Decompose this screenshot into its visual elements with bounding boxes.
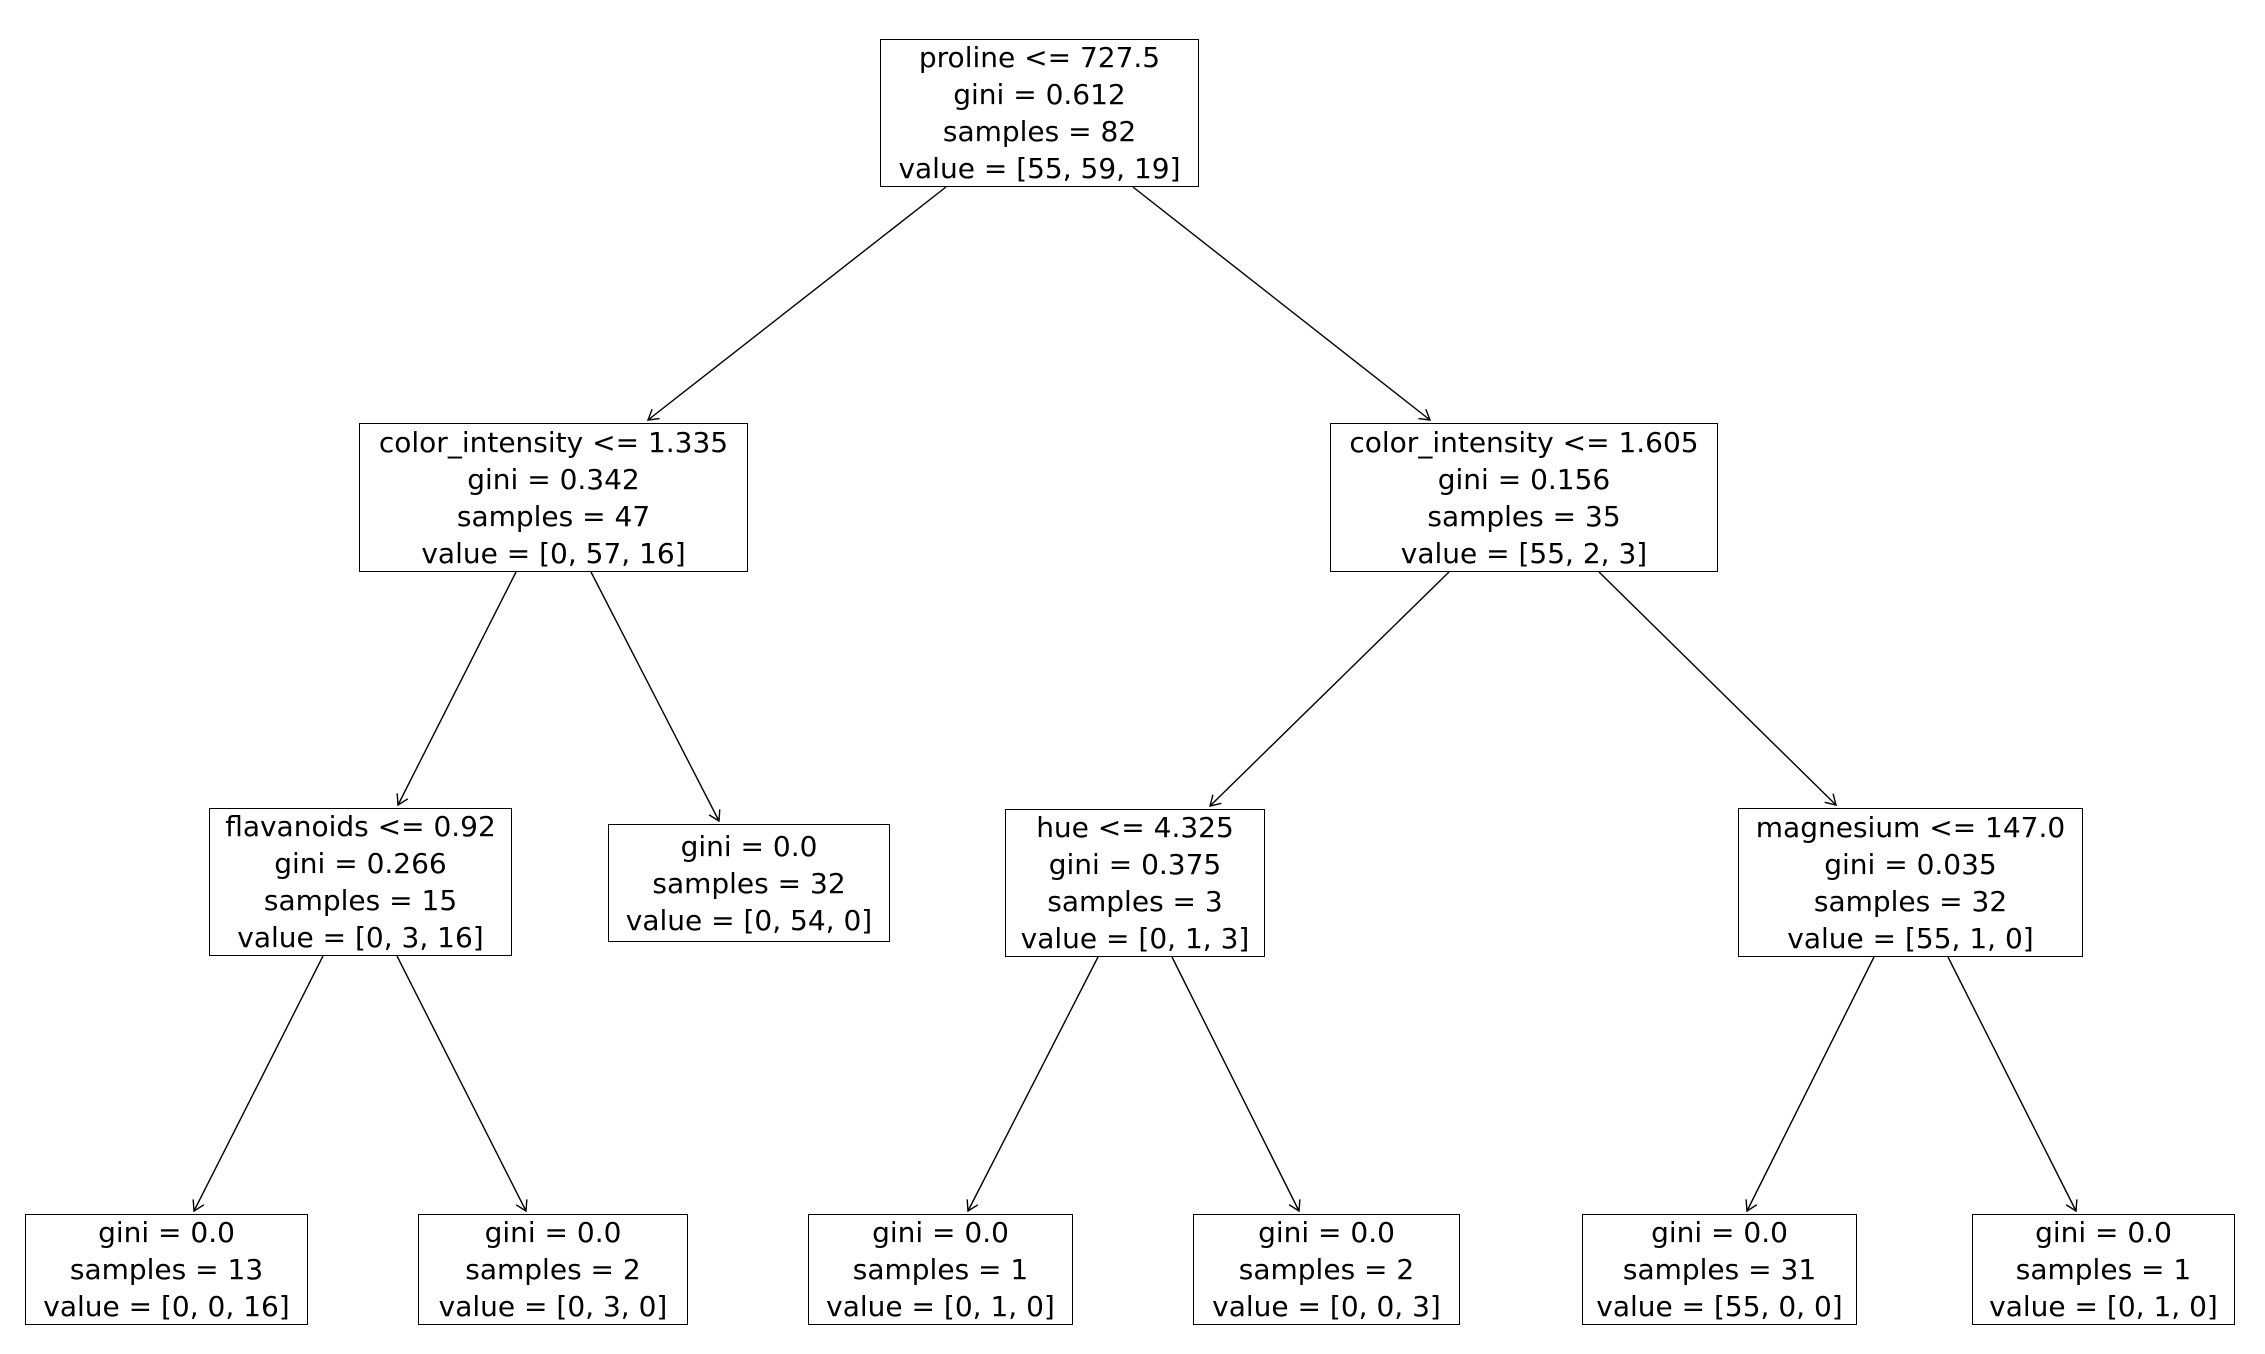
tree-leaf-2: gini = 0.0 samples = 2 value = [0, 3, 0] — [418, 1214, 688, 1325]
tree-leaf-3: gini = 0.0 samples = 1 value = [0, 1, 0] — [808, 1214, 1073, 1325]
node-value: value = [55, 59, 19] — [898, 152, 1181, 185]
tree-node-root: proline <= 727.5 gini = 0.612 samples = … — [880, 39, 1199, 187]
node-samples: samples = 32 — [652, 866, 846, 900]
tree-node-magnesium: magnesium <= 147.0 gini = 0.035 samples … — [1738, 808, 2083, 957]
node-gini: gini = 0.035 — [1824, 847, 1997, 881]
node-value: value = [0, 3, 0] — [438, 1290, 668, 1323]
tree-leaf-mid: gini = 0.0 samples = 32 value = [0, 54, … — [608, 824, 890, 942]
edge-root-to-depth1-right — [1132, 186, 1432, 421]
node-value: value = [0, 1, 0] — [826, 1290, 1055, 1323]
node-samples: samples = 15 — [263, 884, 458, 917]
edge-root-to-depth1-left — [646, 186, 947, 421]
edge-hue-to-leaf-4 — [1171, 956, 1301, 1213]
node-gini: gini = 0.266 — [274, 847, 447, 880]
edge-depth1-right-to-magnesium — [1598, 571, 1837, 806]
edge-magnesium-to-leaf-5 — [1745, 956, 1875, 1213]
tree-node-depth1-right: color_intensity <= 1.605 gini = 0.156 sa… — [1330, 423, 1718, 572]
node-split-condition: proline <= 727.5 — [918, 41, 1161, 74]
node-gini: gini = 0.342 — [467, 462, 640, 496]
node-value: value = [0, 3, 16] — [237, 921, 484, 954]
node-value: value = [55, 1, 0] — [1787, 921, 2034, 955]
node-split-condition: color_intensity <= 1.605 — [1349, 425, 1699, 459]
node-gini: gini = 0.375 — [1048, 848, 1222, 881]
node-gini: gini = 0.0 — [1258, 1216, 1395, 1249]
node-samples: samples = 82 — [942, 115, 1137, 148]
node-gini: gini = 0.0 — [484, 1216, 622, 1249]
node-samples: samples = 31 — [1622, 1253, 1817, 1286]
edge-hue-to-leaf-3 — [966, 956, 1099, 1213]
node-samples: samples = 2 — [465, 1253, 641, 1286]
tree-leaf-1: gini = 0.0 samples = 13 value = [0, 0, 1… — [25, 1214, 308, 1325]
node-value: value = [55, 2, 3] — [1400, 536, 1648, 570]
node-split-condition: magnesium <= 147.0 — [1755, 810, 2066, 844]
tree-node-hue: hue <= 4.325 gini = 0.375 samples = 3 va… — [1005, 809, 1265, 957]
node-samples: samples = 35 — [1427, 499, 1621, 533]
edge-magnesium-to-leaf-6 — [1947, 956, 2078, 1213]
node-samples: samples = 13 — [69, 1253, 264, 1286]
node-samples: samples = 3 — [1047, 885, 1223, 918]
node-gini: gini = 0.0 — [2035, 1216, 2172, 1249]
node-split-condition: flavanoids <= 0.92 — [225, 810, 496, 843]
node-value: value = [0, 1, 3] — [1020, 922, 1250, 955]
tree-node-depth1-left: color_intensity <= 1.335 gini = 0.342 sa… — [359, 423, 748, 572]
node-value: value = [0, 0, 3] — [1212, 1290, 1441, 1323]
tree-leaf-4: gini = 0.0 samples = 2 value = [0, 0, 3] — [1193, 1214, 1460, 1325]
node-gini: gini = 0.0 — [98, 1216, 235, 1249]
edge-depth1-left-to-leaf-mid — [590, 571, 721, 823]
node-value: value = [0, 0, 16] — [43, 1290, 290, 1323]
tree-node-flavanoids: flavanoids <= 0.92 gini = 0.266 samples … — [209, 808, 512, 956]
node-gini: gini = 0.612 — [953, 78, 1126, 111]
node-samples: samples = 1 — [852, 1253, 1029, 1286]
node-value: value = [0, 57, 16] — [421, 536, 686, 570]
tree-leaf-5: gini = 0.0 samples = 31 value = [55, 0, … — [1582, 1214, 1857, 1325]
node-gini: gini = 0.0 — [680, 829, 818, 863]
node-samples: samples = 1 — [2015, 1253, 2192, 1286]
edge-depth1-right-to-hue — [1209, 571, 1450, 807]
node-samples: samples = 47 — [456, 499, 651, 533]
node-value: value = [55, 0, 0] — [1596, 1290, 1843, 1323]
node-gini: gini = 0.0 — [872, 1216, 1009, 1249]
node-value: value = [0, 54, 0] — [625, 903, 873, 937]
node-samples: samples = 32 — [1813, 884, 2008, 918]
edge-flavanoids-to-leaf-2 — [396, 955, 528, 1213]
node-samples: samples = 2 — [1238, 1253, 1415, 1286]
node-gini: gini = 0.0 — [1651, 1216, 1788, 1249]
node-gini: gini = 0.156 — [1437, 462, 1611, 496]
tree-leaf-6: gini = 0.0 samples = 1 value = [0, 1, 0] — [1972, 1214, 2235, 1325]
node-value: value = [0, 1, 0] — [1989, 1290, 2218, 1323]
edge-flavanoids-to-leaf-1 — [192, 955, 324, 1213]
node-split-condition: color_intensity <= 1.335 — [378, 425, 729, 459]
edge-depth1-left-to-flavanoids — [396, 571, 517, 807]
node-split-condition: hue <= 4.325 — [1036, 811, 1234, 844]
